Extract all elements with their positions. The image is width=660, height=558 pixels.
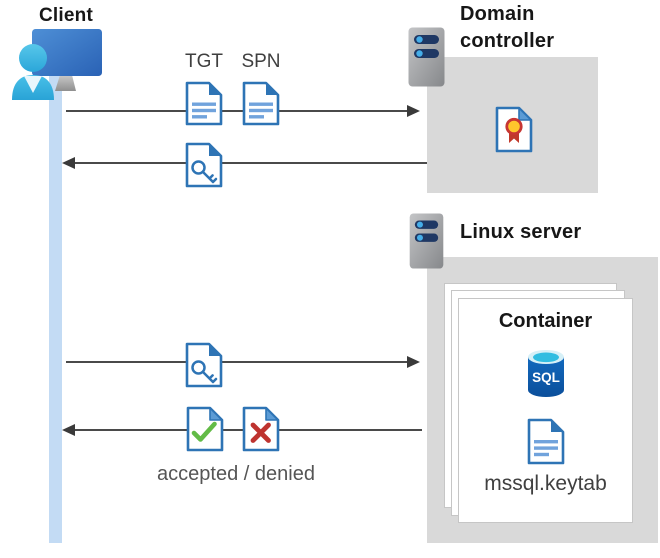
keytab-document-icon — [527, 418, 564, 465]
server-icon-domain-controller — [408, 27, 445, 87]
linux-server-label: Linux server — [460, 221, 582, 243]
client-label: Client — [39, 5, 93, 26]
arrow-dc-to-client-head — [62, 157, 75, 169]
domain-controller-label-line1: Domain — [460, 3, 535, 25]
monitor-screen — [32, 29, 102, 76]
keytab-filename-label: mssql.keytab — [484, 472, 607, 495]
domain-controller-label: Domain controller — [460, 1, 650, 55]
arrow-container-to-client-head — [62, 424, 75, 436]
server-icon-linux — [409, 213, 444, 269]
key-document-icon-container — [185, 342, 223, 388]
accepted-denied-label: accepted / denied — [157, 463, 315, 485]
denied-x-document-icon — [242, 406, 280, 452]
ticket-document-icon-tgt — [185, 81, 223, 126]
key-document-icon-dc — [185, 142, 223, 188]
domain-controller-label-line2: controller — [460, 30, 555, 52]
arrow-dc-to-client-line — [74, 162, 427, 164]
accepted-check-document-icon — [186, 406, 224, 452]
spn-label: SPN — [241, 51, 281, 72]
arrow-client-to-dc-head — [407, 105, 420, 117]
sql-database-icon: SQL — [527, 350, 564, 397]
sql-badge-text: SQL — [532, 370, 560, 385]
arrow-client-to-dc-line — [66, 110, 410, 112]
person-collar — [24, 76, 42, 93]
ticket-document-icon-spn — [242, 81, 280, 126]
tgt-label: TGT — [185, 51, 223, 72]
arrow-client-to-container-line — [66, 361, 410, 363]
certificate-document-icon — [495, 106, 533, 153]
container-card: Container SQL mssql.keytab — [458, 298, 633, 523]
arrow-client-to-container-head — [407, 356, 420, 368]
container-title: Container — [498, 310, 593, 332]
monitor-stand — [55, 75, 76, 91]
person-head — [19, 44, 47, 72]
client-lifeline — [49, 74, 62, 543]
client-user-monitor-icon — [12, 29, 102, 100]
